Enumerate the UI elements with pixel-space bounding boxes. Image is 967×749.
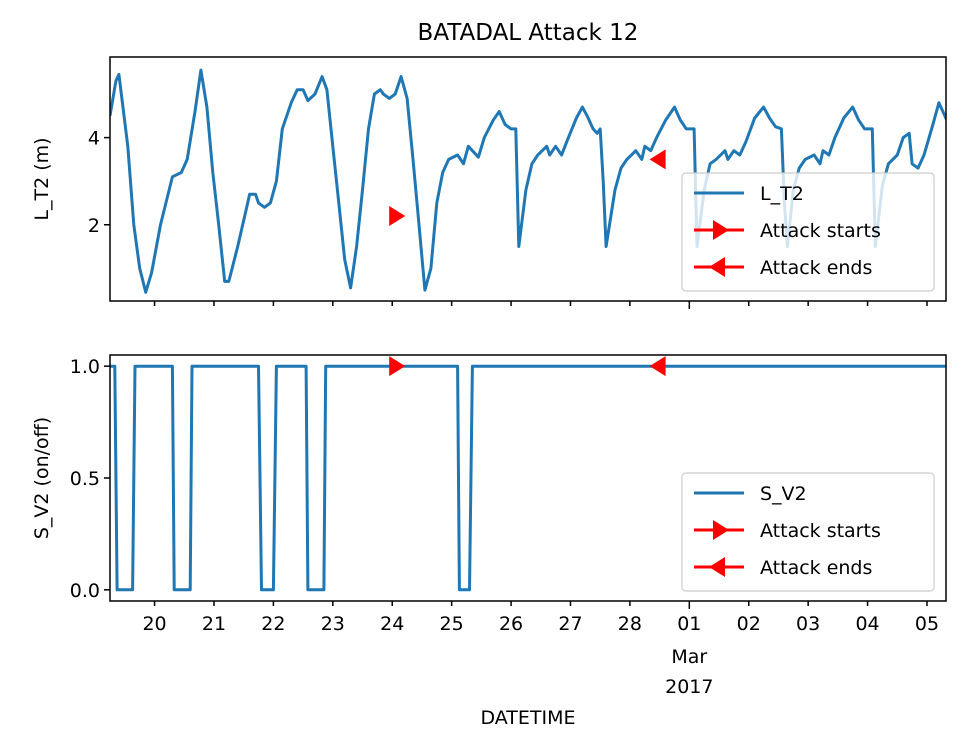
legend-label: Attack starts <box>760 220 881 242</box>
x-tick-label: 26 <box>499 613 523 635</box>
x-tick-label-year: 2017 <box>665 676 713 698</box>
y-axis-label: S_V2 (on/off) <box>31 417 53 539</box>
x-tick-label: 27 <box>558 613 582 635</box>
x-tick-label: 21 <box>202 613 226 635</box>
x-tick-label: 03 <box>796 613 820 635</box>
x-tick-label-month: Mar <box>671 646 707 668</box>
y-tick-label: 0.0 <box>70 580 100 602</box>
panel-s-v2: 0.0 0.5 1.0S_V2 (on/off) 20 21 22 23 24 25 26 27 28… <box>31 354 947 698</box>
y-tick-label: 4 <box>88 128 100 150</box>
x-tick-label: 25 <box>440 613 464 635</box>
axes-frame <box>109 56 947 302</box>
legend-box <box>681 172 935 292</box>
x-tick-label: 01 <box>677 613 701 635</box>
y-tick-label: 0.5 <box>70 468 100 490</box>
x-tick-label: 22 <box>261 613 285 635</box>
legend-label: L_T2 <box>760 183 804 205</box>
attack-end-marker <box>649 356 666 377</box>
x-tick-label: 28 <box>618 613 642 635</box>
x-tick-label: 04 <box>855 613 879 635</box>
legend-marker-attack-end <box>709 257 725 277</box>
legend-label: Attack starts <box>760 520 881 542</box>
y-tick-label: 2 <box>88 215 100 237</box>
x-tick-label: 24 <box>380 613 404 635</box>
legend-label: Attack ends <box>760 557 872 579</box>
attack-start-marker <box>389 206 406 227</box>
legend-marker-attack-start <box>713 220 729 240</box>
x-tick-label: 05 <box>915 613 939 635</box>
x-tick-label: 23 <box>321 613 345 635</box>
attack-start-marker <box>389 356 406 377</box>
attack-end-marker <box>649 149 666 170</box>
legend-label: Attack ends <box>760 257 872 279</box>
legend-box <box>681 472 935 592</box>
legend-marker-attack-end <box>709 557 725 577</box>
x-tick-label: 20 <box>142 613 166 635</box>
series-line-l-t2 <box>110 68 946 294</box>
legend-marker-attack-start <box>713 520 729 540</box>
x-tick-label: 02 <box>737 613 761 635</box>
legend-label: S_V2 <box>760 483 807 505</box>
y-axis-label: L_T2 (m) <box>31 137 53 220</box>
chart-title: BATADAL Attack 12 <box>418 20 639 46</box>
y-tick-label: 1.0 <box>70 356 100 378</box>
x-axis-label: DATETIME <box>480 707 575 729</box>
